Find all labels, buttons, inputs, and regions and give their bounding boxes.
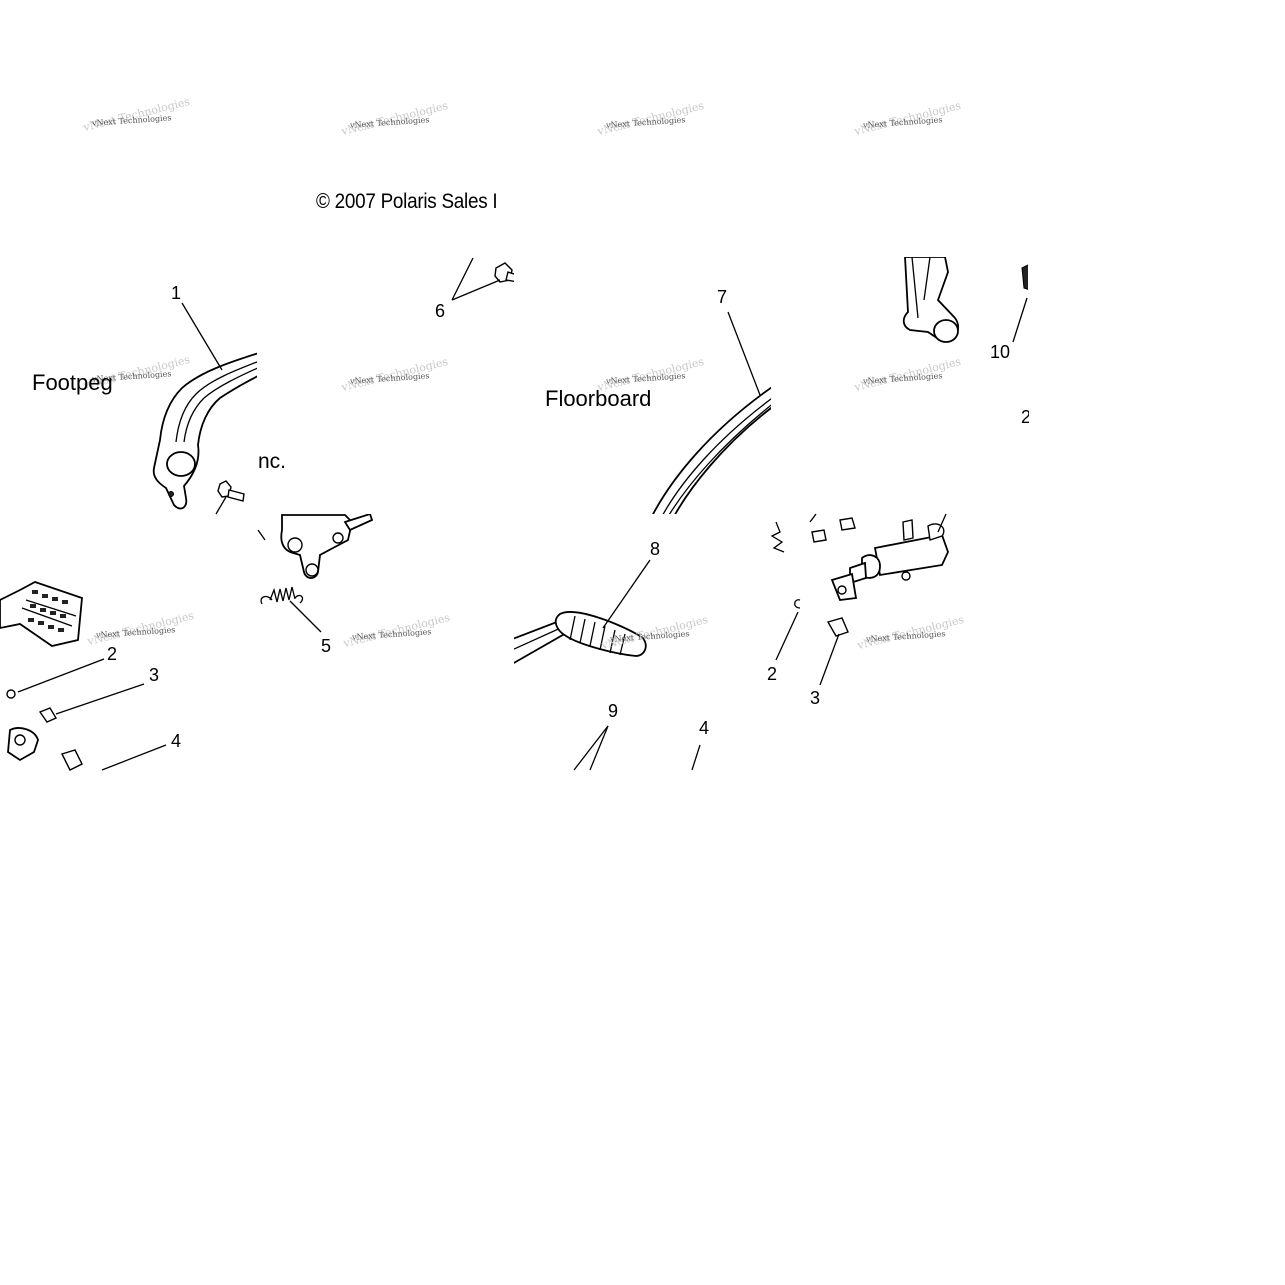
section-title-floorboard: Floorboard — [545, 386, 652, 411]
callout-7: 7 — [717, 287, 728, 307]
copyright-notice-tail: nc. — [258, 450, 287, 473]
callout-10: 10 — [990, 342, 1011, 362]
pivot-bracket — [902, 257, 1028, 343]
callout-4: 4 — [171, 731, 182, 751]
brake-pedal-arm — [152, 352, 257, 510]
footpeg-pad — [0, 581, 83, 771]
callout-2-edge: 2 — [1021, 407, 1029, 427]
copyright-notice: © 2007 Polaris Sales I — [316, 190, 498, 213]
master-cylinder-left — [257, 514, 374, 579]
callout-5: 5 — [321, 636, 332, 656]
shift-lever-grip — [514, 611, 647, 664]
section-title-footpeg: Footpeg — [32, 370, 113, 395]
callout-8: 8 — [650, 539, 661, 559]
callout-3: 3 — [149, 665, 160, 685]
callout-1: 1 — [171, 283, 182, 303]
master-cylinder-right — [771, 517, 949, 637]
return-spring-left — [260, 586, 304, 605]
callout-2: 2 — [107, 644, 118, 664]
callout-4-right: 4 — [699, 718, 710, 738]
floorboard-arm — [652, 386, 771, 514]
leader-lines — [17, 257, 1028, 771]
callout-9: 9 — [608, 701, 619, 721]
bolt-left — [217, 480, 245, 502]
callout-3-right: 3 — [810, 688, 821, 708]
bolt-item-6 — [494, 262, 514, 283]
callout-2-right: 2 — [767, 664, 778, 684]
callout-6: 6 — [435, 301, 446, 321]
